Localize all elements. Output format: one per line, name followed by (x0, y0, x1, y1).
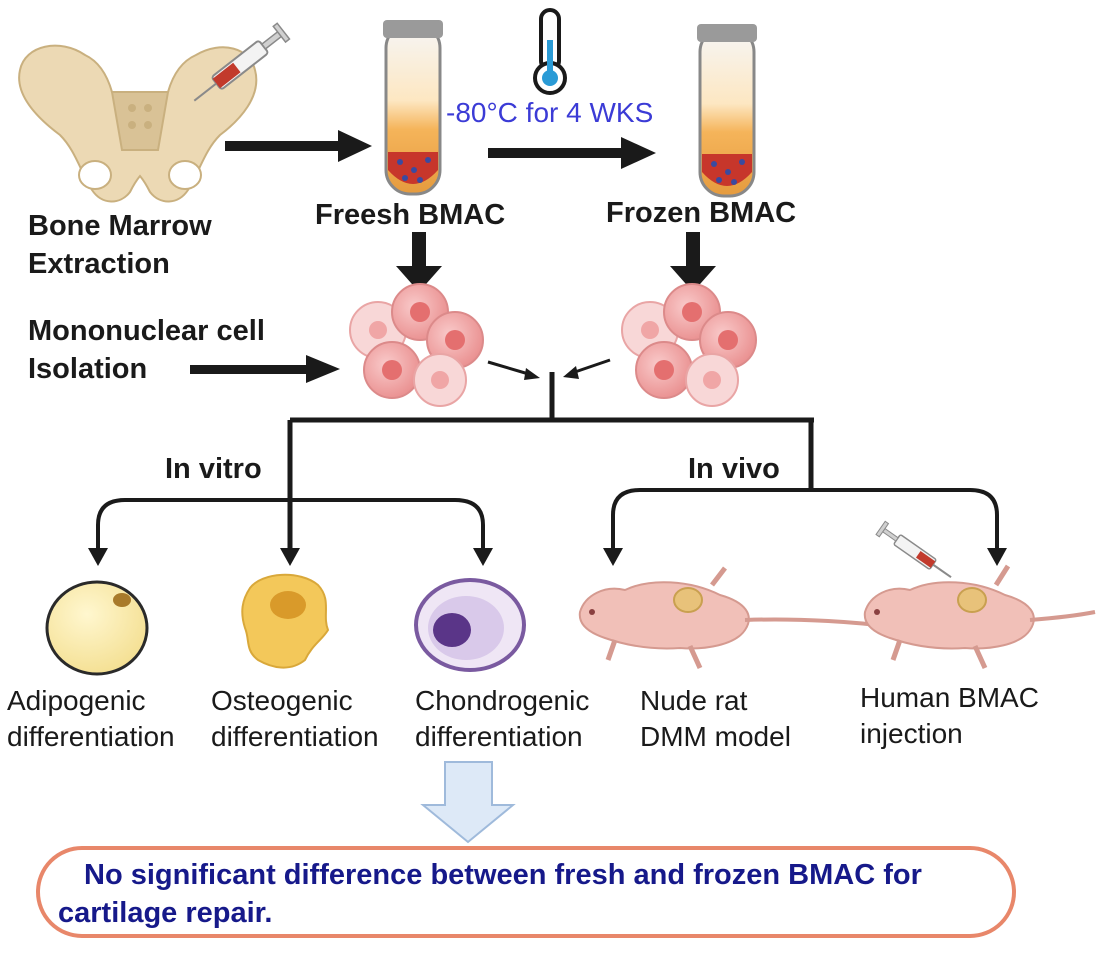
branch-in-vitro: In vitro (165, 453, 262, 485)
syringe-icon (193, 22, 291, 102)
step-bone-marrow-extraction: Bone Marrow Extraction (28, 210, 212, 280)
cell-cluster-icon (621, 283, 757, 407)
outcome-adipogenic: Adipogenic differentiation (7, 685, 175, 752)
outcome-human-bmac: Human BMAC injection (860, 682, 1039, 749)
step-mononuclear-isolation: Mononuclear cell Isolation (28, 315, 265, 385)
chondrocyte-icon (414, 578, 526, 672)
conclusion-text: No significant difference between fresh … (58, 859, 922, 929)
thermometer-icon (533, 8, 567, 95)
test-tube-icon (383, 20, 443, 196)
connector (287, 358, 814, 560)
arrow (611, 488, 999, 548)
rat-icon (863, 564, 1096, 670)
outcome-osteogenic: Osteogenic differentiation (211, 685, 379, 752)
test-tube-icon (697, 24, 757, 198)
pelvis-icon (18, 44, 258, 203)
branch-in-vivo: In vivo (688, 453, 780, 485)
arrow (603, 548, 1007, 566)
label-freeze-condition: -80°C for 4 WKS (446, 97, 654, 128)
syringe-icon (875, 520, 952, 579)
label-fresh-bmac: Freesh BMAC (315, 199, 506, 231)
rat-icon (578, 566, 901, 670)
adipocyte-icon (45, 580, 149, 676)
arrow (96, 498, 485, 548)
label-frozen-bmac: Frozen BMAC (606, 197, 797, 229)
conclusion-box (36, 846, 1016, 938)
osteocyte-icon (241, 573, 330, 669)
outcome-nude-rat: Nude rat DMM model (640, 685, 791, 752)
outcome-chondrogenic: Chondrogenic differentiation (415, 685, 590, 752)
hollow-arrow (420, 761, 516, 844)
arrow (88, 548, 493, 566)
cell-cluster-icon (349, 283, 484, 407)
arrow (190, 130, 716, 383)
